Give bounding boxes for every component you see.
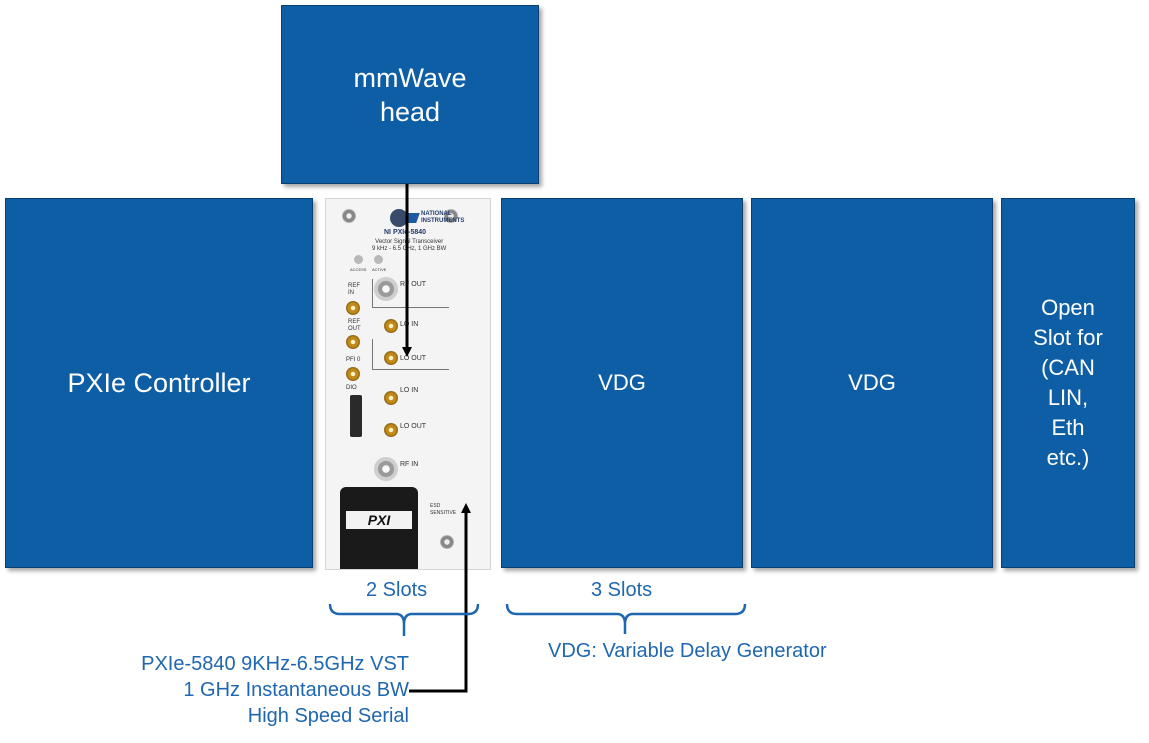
pxie-controller-label: PXIe Controller <box>67 367 251 398</box>
open-slot-box: Open Slot for (CAN LIN, Eth etc.) <box>1001 198 1135 568</box>
module-model: NI PXIe-5840 <box>384 229 427 236</box>
vdg-label-2: VDG <box>848 370 896 395</box>
lo-in-1-label: LO IN <box>400 321 419 328</box>
vdg-label-1: VDG <box>598 370 646 395</box>
ref-out-connector-icon <box>346 335 360 349</box>
rf-in-label: RF IN <box>400 461 419 468</box>
access-led-icon <box>354 255 363 264</box>
pfi0-connector-icon <box>346 367 360 381</box>
bottom-screw-icon <box>440 535 454 549</box>
pxie-controller-box: PXIe Controller <box>5 198 313 568</box>
module-subtitle: Vector Signal Transceiver 9 kHz - 6.5 GH… <box>372 239 447 252</box>
slots-2-label: 2 Slots <box>366 579 428 601</box>
rf-out-group <box>372 279 449 308</box>
rf-in-connector-icon <box>374 457 398 481</box>
lo-out-2-label: LO OUT <box>400 423 427 430</box>
ref-in-connector-icon <box>346 301 360 315</box>
esd-sensitive-label: ESD SENSITIVE <box>430 503 457 516</box>
lo-out-1-group <box>372 339 449 370</box>
lo-out-1-label: LO OUT <box>400 355 427 362</box>
rf-out-connector-icon <box>374 277 398 301</box>
mmwave-head-box: mmWave head <box>281 5 539 184</box>
callout-line-3: High Speed Serial <box>247 705 409 727</box>
lo-in-2-connector-icon <box>384 391 398 405</box>
ref-out-label: REF OUT <box>348 319 361 332</box>
top-port-icon <box>390 209 408 227</box>
brace-2-slots <box>328 603 480 636</box>
callout-line-1: PXIe-5840 9KHz-6.5GHz VST <box>141 653 409 675</box>
active-led-icon <box>374 255 383 264</box>
vdg-definition: VDG: Variable Delay Generator <box>548 640 827 662</box>
mmwave-head-label: mmWave head <box>353 62 467 127</box>
module-callout: PXIe-5840 9KHz-6.5GHz VST 1 GHz Instanta… <box>141 651 409 729</box>
lo-out-2-connector-icon <box>384 423 398 437</box>
callout-line-2: 1 GHz Instantaneous BW <box>183 679 409 701</box>
lo-in-2-label: LO IN <box>400 387 419 394</box>
vdg-box-1: VDG <box>501 198 743 568</box>
open-slot-label: Open Slot for (CAN LIN, Eth etc.) <box>1033 295 1103 470</box>
pfi0-label: PFI 0 <box>346 357 361 363</box>
slots-3-label: 3 Slots <box>591 579 653 601</box>
dio-port-icon <box>350 395 362 437</box>
vdg-box-2: VDG <box>751 198 993 568</box>
top-right-screw-icon <box>444 209 458 223</box>
pxi-logo: PXI <box>346 511 412 529</box>
access-led-label: ACCESS <box>350 267 367 272</box>
rf-out-label: RF OUT <box>400 281 427 288</box>
top-left-screw-icon <box>342 209 356 223</box>
active-led-label: ACTIVE <box>372 267 387 272</box>
ref-in-label: REF IN <box>348 283 360 296</box>
dio-label: DIO <box>346 385 357 391</box>
lo-out-1-connector-icon <box>384 351 398 365</box>
ni-brand: NATIONAL INSTRUMENTS <box>421 211 465 224</box>
brace-3-slots <box>505 603 747 634</box>
lo-in-1-connector-icon <box>384 319 398 333</box>
callout-arrow <box>409 503 471 693</box>
